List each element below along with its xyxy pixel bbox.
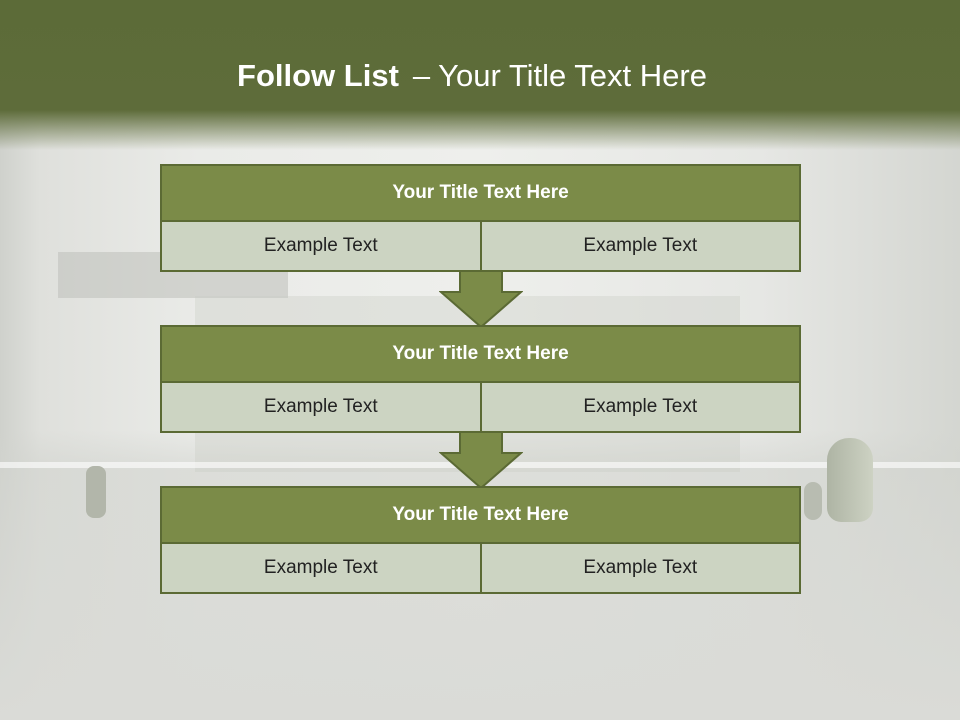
step-block-cell-left: Example Text (162, 544, 480, 592)
step-block-3: Your Title Text Here Example Text Exampl… (160, 486, 801, 594)
title-band (0, 0, 960, 150)
step-block-1: Your Title Text Here Example Text Exampl… (160, 164, 801, 272)
step-block-row: Example Text Example Text (162, 222, 799, 270)
step-block-title: Your Title Text Here (162, 327, 799, 383)
step-block-2: Your Title Text Here Example Text Exampl… (160, 325, 801, 433)
slide-title-separator: – (412, 58, 431, 93)
step-block-cell-right: Example Text (479, 383, 799, 431)
step-block-row: Example Text Example Text (162, 383, 799, 431)
slide-title: Follow List–Your Title Text Here (0, 56, 944, 96)
down-arrow-icon (439, 431, 523, 489)
step-block-cell-left: Example Text (162, 383, 480, 431)
step-block-title: Your Title Text Here (162, 166, 799, 222)
step-block-cell-right: Example Text (479, 222, 799, 270)
slide-title-strong: Follow List (237, 58, 399, 93)
vase-left (86, 466, 106, 518)
vase-right (827, 438, 873, 522)
step-block-title: Your Title Text Here (162, 488, 799, 544)
vase-small (804, 482, 822, 520)
step-block-cell-left: Example Text (162, 222, 480, 270)
step-block-row: Example Text Example Text (162, 544, 799, 592)
slide-title-rest: Your Title Text Here (438, 58, 707, 93)
down-arrow-icon (439, 270, 523, 328)
step-block-cell-right: Example Text (479, 544, 799, 592)
